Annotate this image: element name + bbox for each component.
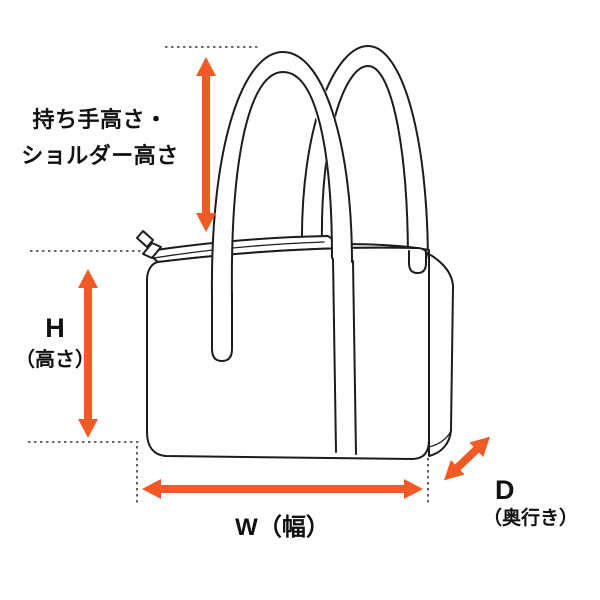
right-strap-edge-left (332, 258, 337, 453)
bag-depth-label-text: （奥行き） (483, 508, 579, 529)
front-panel (146, 246, 430, 460)
handle-height-label: 持ち手高さ・ ショルダー高さ (6, 102, 194, 174)
rear-strap-stub (408, 250, 427, 274)
right-strap-edge-right (352, 260, 357, 455)
side-bottom-seam (428, 430, 452, 448)
front-handle (210, 51, 353, 301)
bag-height-label-symbol: H (45, 313, 65, 343)
bag-depth-label-symbol: D (495, 475, 515, 505)
handle-height-label-line1: 持ち手高さ・ (32, 107, 168, 132)
handle-height-label-line2: ショルダー高さ (21, 143, 179, 168)
zipper-pull (136, 230, 154, 248)
bag-body (146, 246, 454, 460)
bag-width-label-text: W（幅） (235, 514, 330, 541)
zipper (136, 230, 325, 259)
rear-handle (300, 45, 429, 266)
side-panel (416, 247, 454, 457)
dimension-arrows (78, 57, 491, 499)
guide-dotted-lines (28, 46, 429, 505)
front-straps (211, 258, 357, 455)
bag-depth-label: D （奥行き） (483, 474, 593, 532)
zipper-slider (142, 242, 162, 259)
left-strap (211, 293, 233, 362)
bag-depth-arrow (443, 436, 491, 481)
bag-height-label-text: （高さ） (15, 349, 95, 371)
bag-height-label: H （高さ） (10, 310, 100, 374)
bag-width-label: W（幅） (175, 512, 390, 544)
